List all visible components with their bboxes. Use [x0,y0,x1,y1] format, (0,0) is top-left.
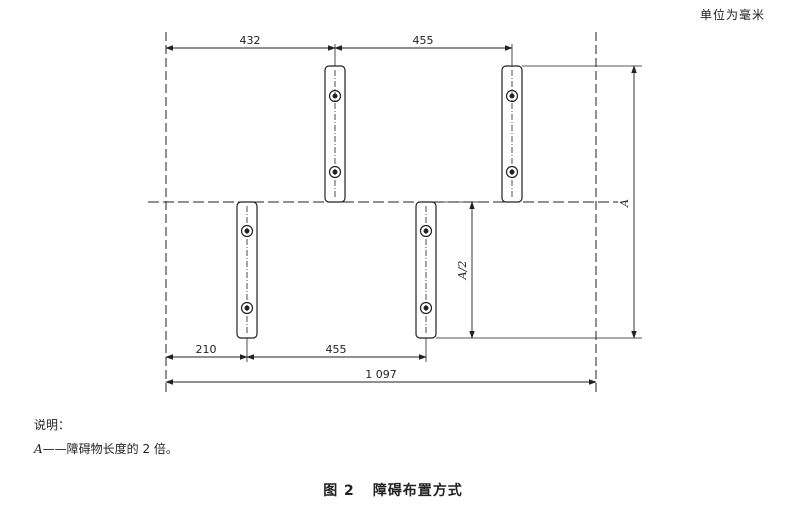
dim-label-top-right: 455 [413,34,434,47]
legend-title: 说明： [34,418,71,432]
figure-caption: 图 2 障碍布置方式 [0,480,786,500]
dim-label-bottom-left: 210 [196,343,217,356]
obstacle-bottom-left [236,201,258,339]
dim-label-full-height: A [618,199,631,208]
dim-label-bottom-mid: 455 [326,343,347,356]
extension-lines [246,44,642,362]
unit-note: 单位为毫米 [700,8,766,22]
legend-text: ——障碍物长度的 2 倍。 [42,442,178,456]
legend-symbol: A [34,442,43,456]
dim-label-total: 1 097 [365,368,397,381]
dim-label-half-height: A/2 [456,261,469,281]
figure-number: 图 2 [323,483,355,499]
obstacle-top-right [501,65,523,203]
legend-item: A——障碍物长度的 2 倍。 [34,440,178,457]
obstacle-bottom-right [415,201,437,339]
figure-title: 障碍布置方式 [372,483,463,499]
obstacle-top-left [324,65,346,203]
dim-label-top-left: 432 [240,34,261,47]
